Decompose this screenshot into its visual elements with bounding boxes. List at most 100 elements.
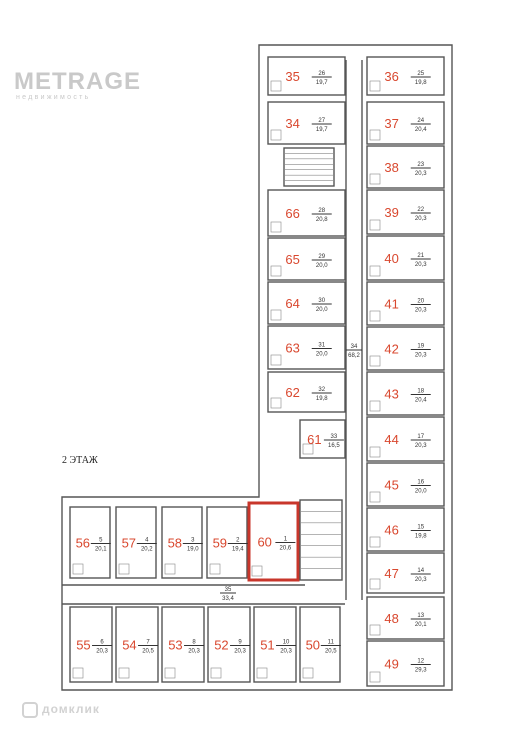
room-39 (366, 189, 445, 235)
room-id-42: 19 (417, 344, 424, 350)
room-id-66: 28 (318, 208, 325, 214)
room-41-fixture (369, 310, 381, 322)
room-49 (366, 640, 445, 687)
room-area-52: 20,3 (234, 649, 246, 655)
building-outline (61, 44, 453, 691)
room-47 (366, 552, 445, 594)
room-48-fixture (369, 624, 381, 636)
room-34 (267, 101, 346, 145)
room-area-65: 20,0 (316, 263, 328, 269)
room-38 (366, 145, 445, 189)
room-66 (267, 189, 346, 237)
room-number-36: 36 (384, 69, 398, 84)
room-36-fixture (369, 80, 381, 92)
room-46-fixture (369, 536, 381, 548)
room-area-58: 19,0 (187, 547, 199, 553)
room-number-64: 64 (285, 296, 299, 311)
room-area-48: 20,1 (415, 622, 427, 628)
room-number-43: 43 (384, 387, 398, 402)
room-area-57: 20,2 (141, 547, 153, 553)
staircase-2 (299, 499, 343, 581)
room-number-58: 58 (168, 536, 182, 551)
room-number-56: 56 (76, 536, 90, 551)
room-id-55: 6 (100, 640, 104, 646)
room-number-42: 42 (384, 342, 398, 357)
room-id-36: 25 (417, 71, 424, 77)
room-area-35: 19,7 (316, 80, 328, 86)
room-id-60: 1 (284, 537, 288, 543)
room-id-50: 11 (328, 640, 335, 646)
room-52-fixture (210, 667, 222, 679)
room-area-45: 20,0 (415, 489, 427, 495)
room-54 (115, 606, 159, 683)
room-id-37: 24 (417, 118, 424, 124)
plan-walls (61, 44, 453, 691)
room-52 (207, 606, 251, 683)
staircase-1 (283, 147, 335, 187)
room-45 (366, 462, 445, 507)
room-id-54: 7 (146, 640, 150, 646)
room-number-52: 52 (214, 638, 228, 653)
room-55 (69, 606, 113, 683)
room-45-fixture (369, 491, 381, 503)
room-area-36: 19,8 (415, 80, 427, 86)
room-area-56: 20,1 (95, 547, 107, 553)
room-42 (366, 326, 445, 371)
room-number-47: 47 (384, 566, 398, 581)
room-44-fixture (369, 446, 381, 458)
room-area-54: 20,5 (142, 649, 154, 655)
room-39-fixture (369, 219, 381, 231)
room-id-57: 4 (145, 538, 149, 544)
room-number-66: 66 (285, 206, 299, 221)
room-63-fixture (270, 354, 282, 366)
room-53 (161, 606, 205, 683)
room-number-50: 50 (306, 638, 320, 653)
room-area-51: 20,3 (280, 649, 292, 655)
room-id-43: 18 (417, 389, 424, 395)
room-id-53: 8 (192, 640, 196, 646)
room-66-fixture (270, 221, 282, 233)
room-40 (366, 235, 445, 281)
room-62-fixture (270, 397, 282, 409)
room-area-53: 20,3 (188, 649, 200, 655)
room-number-37: 37 (384, 116, 398, 131)
room-id-62: 32 (318, 387, 325, 393)
room-55-fixture (72, 667, 84, 679)
room-id-38: 23 (417, 162, 424, 168)
room-area-41: 20,3 (415, 308, 427, 314)
room-57 (115, 506, 157, 579)
corridor-area-34: 68,2 (348, 353, 360, 359)
room-number-63: 63 (285, 341, 299, 356)
room-id-41: 20 (417, 299, 424, 305)
room-41 (366, 281, 445, 326)
room-43 (366, 371, 445, 416)
room-id-34: 27 (318, 118, 325, 124)
room-59-fixture (209, 563, 221, 575)
room-id-64: 30 (318, 298, 325, 304)
room-44 (366, 416, 445, 462)
room-number-59: 59 (213, 536, 227, 551)
room-50-fixture (302, 667, 314, 679)
room-id-51: 10 (283, 640, 290, 646)
room-36 (366, 56, 445, 96)
room-40-fixture (369, 265, 381, 277)
room-number-41: 41 (384, 297, 398, 312)
room-area-39: 20,3 (415, 216, 427, 222)
corridor-id-34: 34 (351, 344, 358, 350)
watermark-text: домклик (42, 702, 100, 717)
room-id-59: 2 (236, 538, 240, 544)
room-58 (161, 506, 203, 579)
room-area-40: 20,3 (415, 262, 427, 268)
room-53-fixture (164, 667, 176, 679)
room-62 (267, 371, 346, 413)
room-area-49: 29,3 (415, 668, 427, 674)
room-47-fixture (369, 578, 381, 590)
room-48 (366, 596, 445, 640)
room-id-35: 26 (318, 71, 325, 77)
room-area-34: 19,7 (316, 127, 328, 133)
room-54-fixture (118, 667, 130, 679)
room-id-44: 17 (417, 434, 424, 440)
room-id-39: 22 (417, 207, 424, 213)
